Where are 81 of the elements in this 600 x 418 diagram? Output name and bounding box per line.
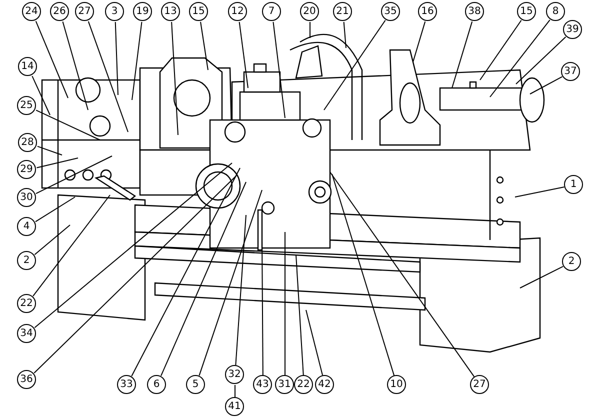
callout-number: 1: [564, 175, 583, 194]
leader-line: [62, 21, 88, 110]
callout-number: 4: [17, 217, 36, 236]
leader-line: [452, 21, 473, 88]
callout-number: 3: [105, 2, 124, 21]
leader-line: [198, 190, 262, 376]
leader-line: [32, 76, 50, 116]
leader-line: [36, 158, 78, 168]
callout-number: 7: [262, 2, 281, 21]
callout-number: 15: [189, 2, 208, 21]
callout-number: 29: [17, 160, 36, 179]
leader-line: [238, 21, 248, 88]
leader-line: [296, 254, 304, 376]
leader-line: [284, 232, 286, 376]
leader-line: [160, 182, 246, 376]
leader-line: [35, 20, 68, 98]
callout-number: 21: [333, 2, 352, 21]
callout-number: 16: [418, 2, 437, 21]
callout-number: 20: [300, 2, 319, 21]
callout-number: 8: [546, 2, 565, 21]
leader-line: [330, 172, 475, 378]
leader-line: [332, 174, 395, 376]
leader-line: [272, 21, 286, 118]
leader-line: [530, 76, 563, 94]
leader-line: [114, 22, 118, 96]
leader-line: [490, 19, 550, 98]
leader-line: [131, 168, 240, 377]
leader-line: [516, 36, 566, 84]
callout-number: 39: [563, 20, 582, 39]
leader-line: [262, 240, 264, 376]
callout-number: 33: [117, 375, 136, 394]
leader-line: [34, 224, 70, 256]
leader-line: [88, 20, 128, 132]
leader-line: [34, 176, 236, 374]
callout-number: 2: [562, 252, 581, 271]
callout-number: 24: [22, 2, 41, 21]
leader-line: [324, 20, 386, 110]
leader-line: [171, 21, 178, 136]
callout-number: 2: [17, 251, 36, 270]
callout-number: 32: [225, 365, 244, 384]
callout-number: 41: [225, 397, 244, 416]
callout-number: 5: [186, 375, 205, 394]
callout-number: 27: [470, 375, 489, 394]
callout-number: 10: [387, 375, 406, 394]
leader-line: [200, 21, 208, 70]
leader-line: [235, 214, 246, 366]
leader-line: [35, 156, 112, 194]
leader-line: [34, 162, 232, 328]
callout-number: 36: [17, 370, 36, 389]
callout-number: 28: [18, 133, 37, 152]
callout-number: 19: [133, 2, 152, 21]
callout-number: 31: [275, 375, 294, 394]
callout-number: 27: [75, 2, 94, 21]
callout-number: 12: [228, 2, 247, 21]
leader-line: [520, 266, 564, 288]
callout-number: 6: [147, 375, 166, 394]
callout-number: 26: [50, 2, 69, 21]
callout-number: 15: [517, 2, 536, 21]
leader-line: [306, 310, 324, 376]
callout-number: 37: [561, 62, 580, 81]
callout-number: 22: [294, 375, 313, 394]
leader-line: [480, 20, 522, 80]
callout-number: 25: [17, 96, 36, 115]
callout-number: 35: [381, 2, 400, 21]
leader-line: [36, 110, 100, 140]
callout-number: 43: [253, 375, 272, 394]
leader-line: [234, 384, 236, 398]
callout-number: 38: [465, 2, 484, 21]
leader-line: [34, 196, 76, 222]
callout-number: 30: [17, 188, 36, 207]
callout-number: 13: [161, 2, 180, 21]
leader-line: [36, 146, 62, 156]
callout-number: 14: [18, 57, 37, 76]
leader-line: [412, 21, 426, 62]
leader-line: [132, 21, 142, 100]
callout-number: 34: [17, 324, 36, 343]
leader-line: [343, 21, 346, 48]
callout-number: 22: [17, 294, 36, 313]
leader-line: [32, 194, 110, 297]
callout-number: 42: [315, 375, 334, 394]
leader-line: [514, 186, 565, 198]
